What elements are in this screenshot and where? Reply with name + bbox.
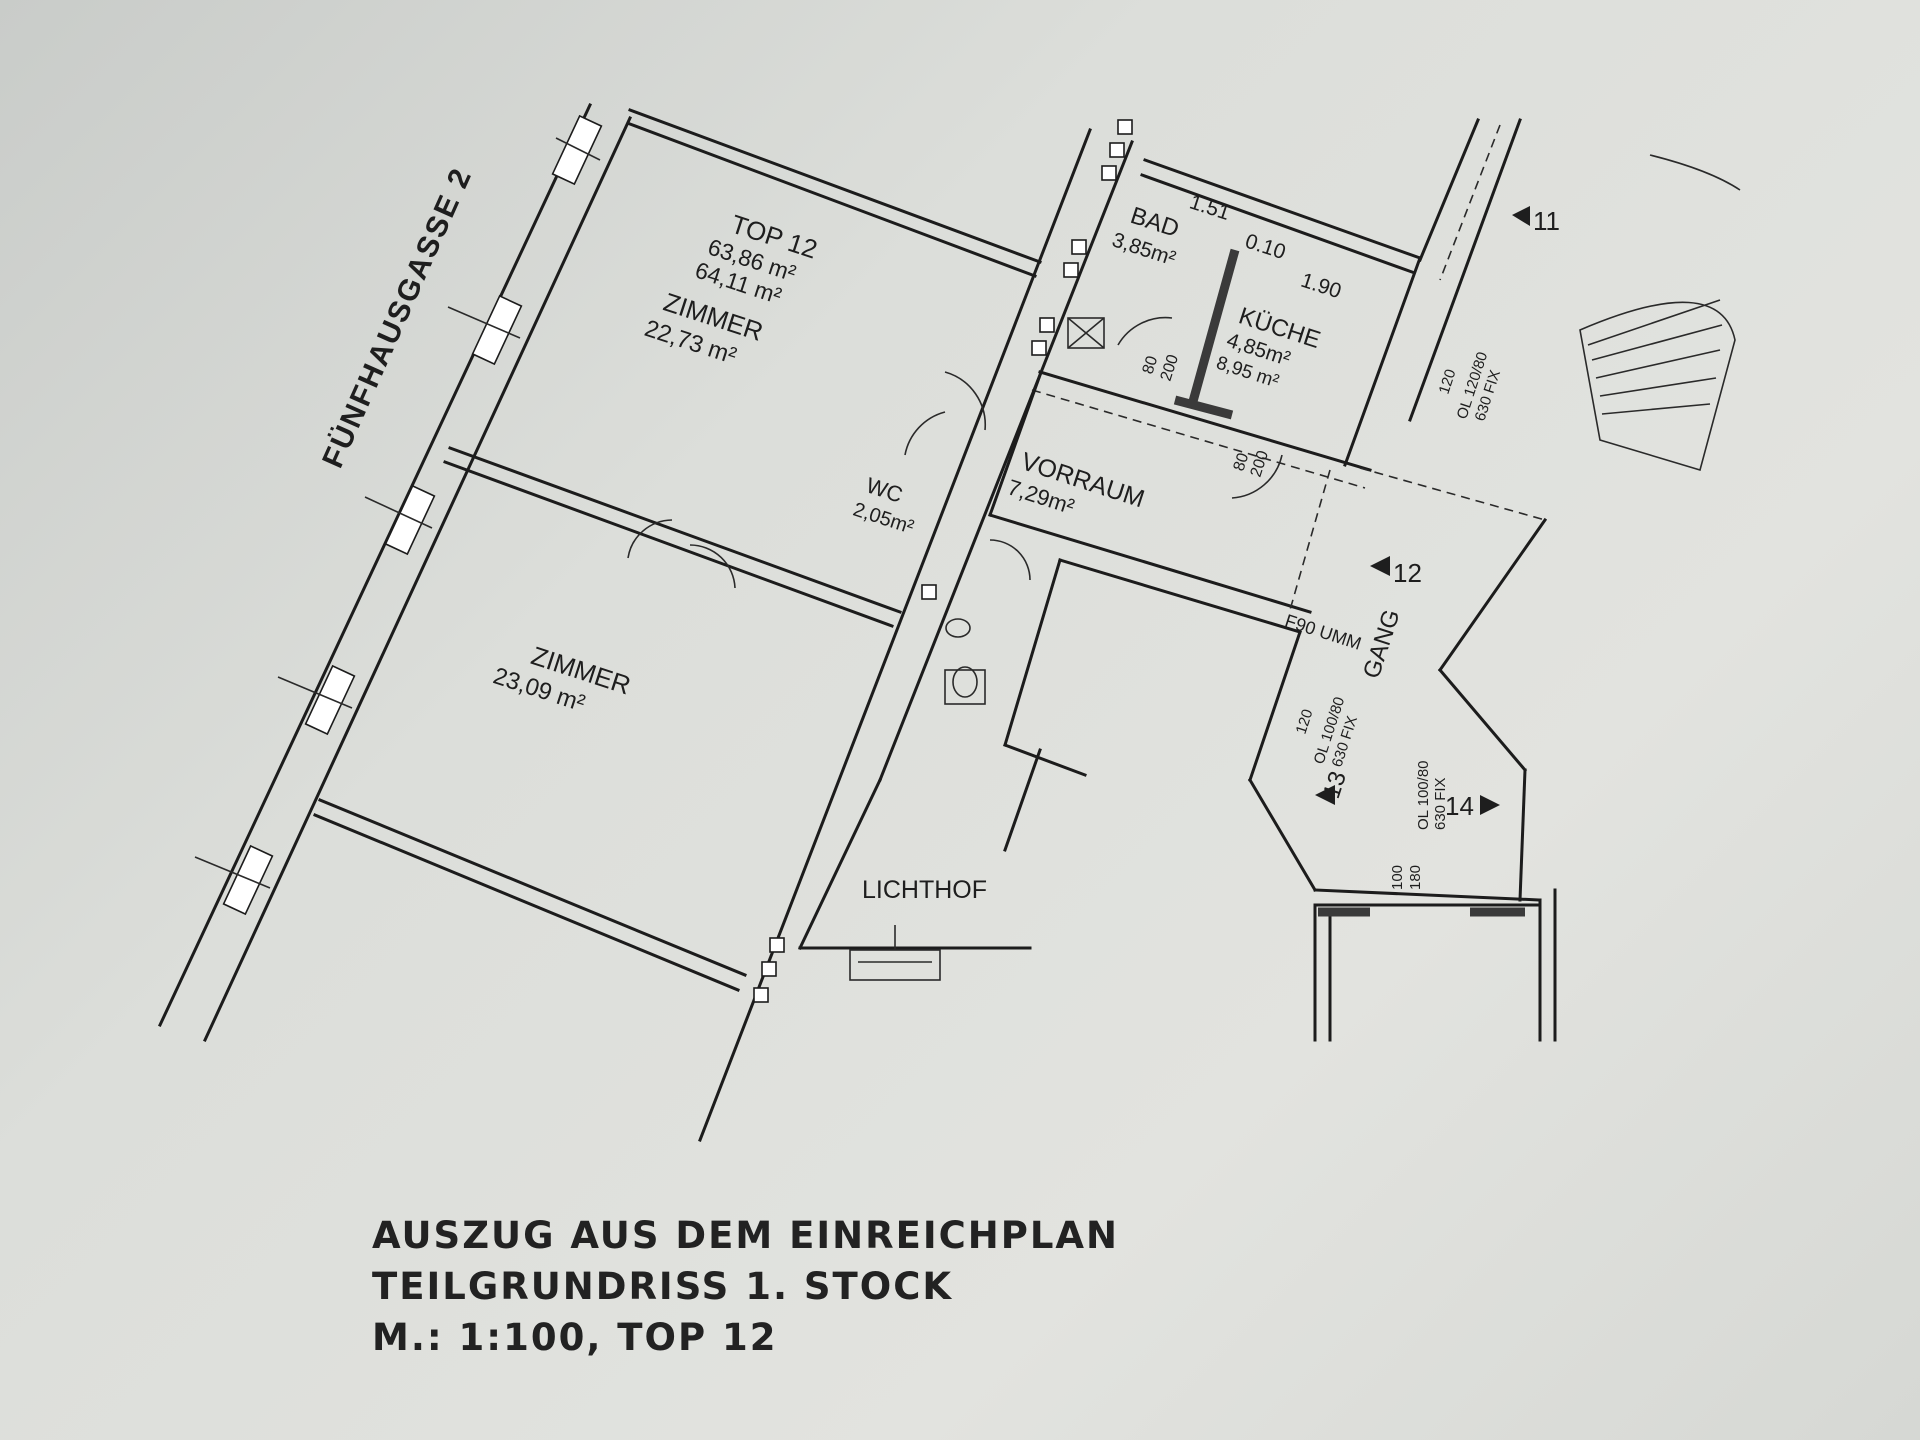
gang-name: GANG [1358, 606, 1406, 682]
facade-wall [158, 103, 632, 1042]
win-c1: OL 100/80 [1415, 761, 1432, 831]
dim-190: 1.90 [1298, 269, 1344, 304]
marker-14-label: 14 [1445, 791, 1474, 821]
gang-block [1247, 118, 1741, 1042]
win-g1: 120 [1293, 707, 1317, 736]
marker-11-icon [1512, 206, 1530, 226]
dim-010: 0.10 [1242, 230, 1288, 265]
door-bad-w: 80 [1140, 354, 1162, 376]
street-label: FÜNFHAUSGASSE 2 [316, 162, 478, 472]
lichthof [798, 778, 1032, 981]
marker-14-icon [1480, 795, 1500, 815]
bottom-dim-2: 180 [1407, 865, 1424, 890]
title-block: AUSZUG AUS DEM EINREICHPLAN TEILGRUNDRIS… [372, 1210, 1119, 1363]
marker-12-icon [1370, 556, 1390, 576]
title-line-1: AUSZUG AUS DEM EINREICHPLAN [372, 1214, 1120, 1257]
lichthof-name: LICHTHOF [862, 876, 987, 904]
title-line-2: TEILGRUNDRISS 1. STOCK [372, 1265, 954, 1308]
vorraum-wc-block [944, 373, 1331, 852]
door-kueche-h: 200 [1248, 448, 1272, 479]
marker-13-icon [1315, 785, 1335, 805]
bottom-dim-1: 100 [1389, 865, 1406, 890]
dim-151: 1.51 [1187, 191, 1233, 226]
room-labels: TOP 12 63,86 m² 64,11 m² ZIMMER 22,73 m² [641, 209, 821, 370]
section-markers [1315, 206, 1530, 815]
marker-12-label: 12 [1393, 558, 1422, 588]
win-k1: 120 [1436, 367, 1460, 396]
win-c2: 630 FIX [1432, 777, 1449, 830]
service-shafts [753, 119, 1133, 1003]
title-line-3: M.: 1:100, TOP 12 [372, 1316, 778, 1359]
facade-windows [194, 114, 603, 916]
marker-11-label: 11 [1533, 206, 1560, 236]
door-bad-h: 200 [1158, 352, 1182, 383]
bad-kueche-block [1031, 158, 1546, 521]
door-kueche-w: 80 [1231, 451, 1253, 473]
interior-walls [313, 108, 1134, 1142]
wc-area: 2,05m² [850, 499, 916, 539]
